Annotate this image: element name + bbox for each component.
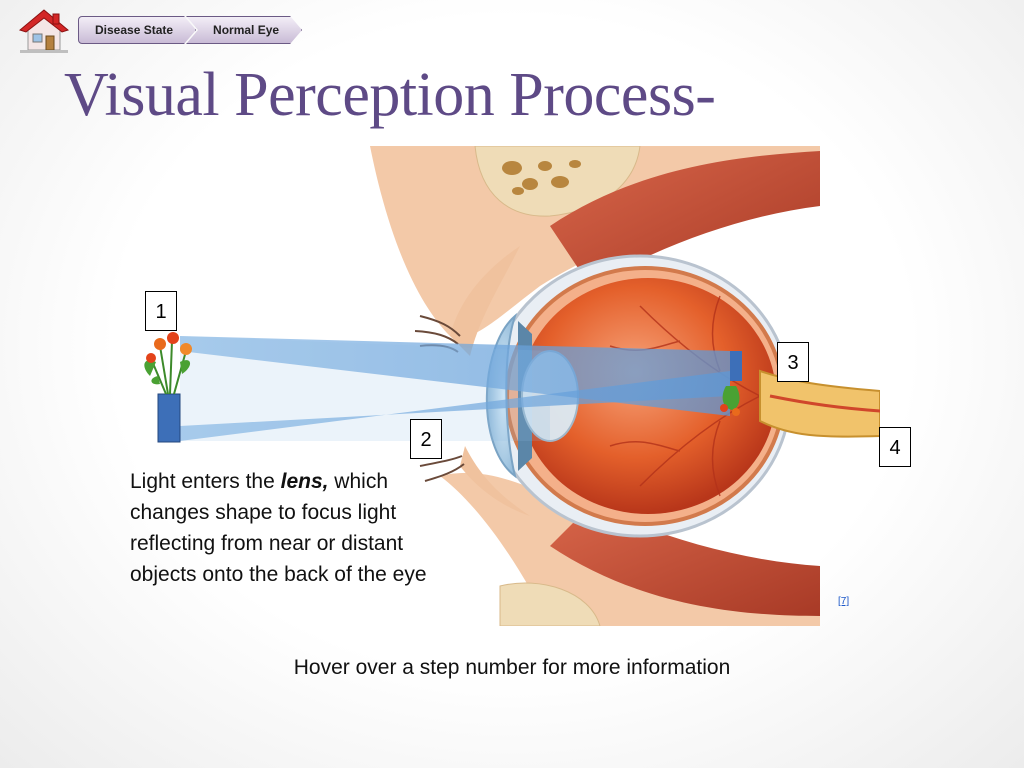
light-beam-lower <box>180 371 730 441</box>
step-2-button[interactable]: 2 <box>410 419 442 459</box>
home-button[interactable] <box>18 8 70 54</box>
breadcrumb-item-normal-eye[interactable]: Normal Eye <box>186 16 302 44</box>
superior-muscle <box>550 151 820 286</box>
page-title: Visual Perception Process- <box>64 61 716 129</box>
reference-link[interactable]: [7] <box>838 596 850 607</box>
description-suffix: which changes shape to focus light refle… <box>130 470 427 586</box>
step-1-button[interactable]: 1 <box>145 291 177 331</box>
breadcrumb: Disease State Normal Eye <box>78 16 302 42</box>
eye-anatomy-diagram <box>144 146 880 626</box>
flower-vase-object <box>144 332 192 443</box>
breadcrumb-item-disease-state[interactable]: Disease State <box>78 16 196 44</box>
description-emphasis: lens, <box>280 470 329 493</box>
home-icon <box>18 9 70 53</box>
step-4-button[interactable]: 4 <box>879 427 911 467</box>
description-prefix: Light enters the <box>130 470 281 493</box>
upper-eyelid <box>450 246 520 356</box>
retina-image <box>720 351 742 416</box>
step-3-button[interactable]: 3 <box>777 342 809 382</box>
step-description: Light enters the lens, which changes sha… <box>130 466 430 590</box>
lower-eyelid <box>460 446 530 516</box>
hover-hint: Hover over a step number for more inform… <box>293 656 731 679</box>
cheek-bone <box>499 582 601 626</box>
